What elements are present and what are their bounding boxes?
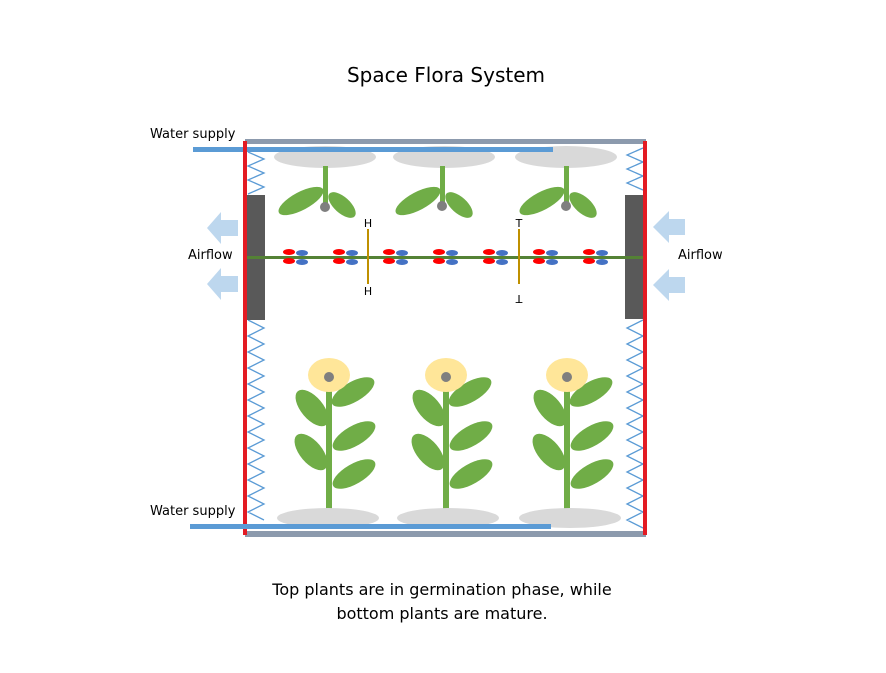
molecule-pair (533, 249, 558, 265)
frame-bottom-bar (245, 531, 646, 537)
molecule-pair (483, 249, 508, 265)
temperature-marker-bottom: T (515, 292, 523, 305)
humidity-marker-bottom: H (364, 285, 372, 298)
molecule-pair (383, 249, 408, 265)
spring-right-top (625, 147, 645, 191)
spring-right-bottom (625, 319, 645, 529)
molecule-pair (433, 249, 458, 265)
water-pipe-top (193, 147, 553, 152)
soil-pad (277, 508, 379, 528)
molecule-pair (333, 249, 358, 265)
humidity-sensor-rod (367, 229, 369, 284)
airflow-arrow-icon (207, 212, 238, 244)
seed (320, 202, 330, 212)
mature-plant (411, 358, 493, 510)
top-plants (278, 166, 597, 218)
water-supply-label-top: Water supply (150, 127, 236, 142)
bottom-soil-pads (277, 508, 621, 528)
mature-plant (532, 358, 614, 510)
caption-line-2: bottom plants are mature. (336, 604, 547, 623)
germinating-plant (278, 166, 356, 218)
spring-left-bottom (246, 319, 266, 521)
molecule-pair (583, 249, 608, 265)
divider-bar (247, 256, 643, 259)
frame-left-wall (243, 141, 247, 535)
airflow-arrow-icon (653, 269, 685, 301)
seed (437, 201, 447, 211)
diagram-title: Space Flora System (347, 63, 545, 87)
airflow-label-right: Airflow (678, 248, 723, 263)
frame-right-wall (643, 141, 647, 535)
airflow-arrow-icon (653, 211, 685, 243)
water-supply-label-bottom: Water supply (150, 504, 236, 519)
molecule-pair (283, 249, 308, 265)
caption-line-1: Top plants are in germination phase, whi… (271, 580, 611, 599)
temperature-marker-top: T (515, 217, 523, 230)
airflow-arrow-icon (207, 268, 238, 300)
humidity-marker-top: H (364, 217, 372, 230)
mature-plant (294, 358, 376, 510)
frame-top-bar (245, 139, 646, 144)
molecules (283, 249, 608, 265)
water-pipe-bottom (190, 524, 551, 529)
germinating-plant (395, 166, 473, 218)
springs (246, 147, 645, 529)
germinating-plant (519, 166, 597, 218)
bottom-plants (294, 358, 614, 510)
seed (561, 201, 571, 211)
soil-pad (397, 508, 499, 528)
airflow-arrows-right (653, 211, 685, 301)
soil-pad (519, 508, 621, 528)
spring-left-top (246, 151, 266, 195)
airflow-label-left: Airflow (188, 248, 233, 263)
airflow-arrows-left (207, 212, 238, 300)
temperature-sensor-rod (518, 229, 520, 284)
